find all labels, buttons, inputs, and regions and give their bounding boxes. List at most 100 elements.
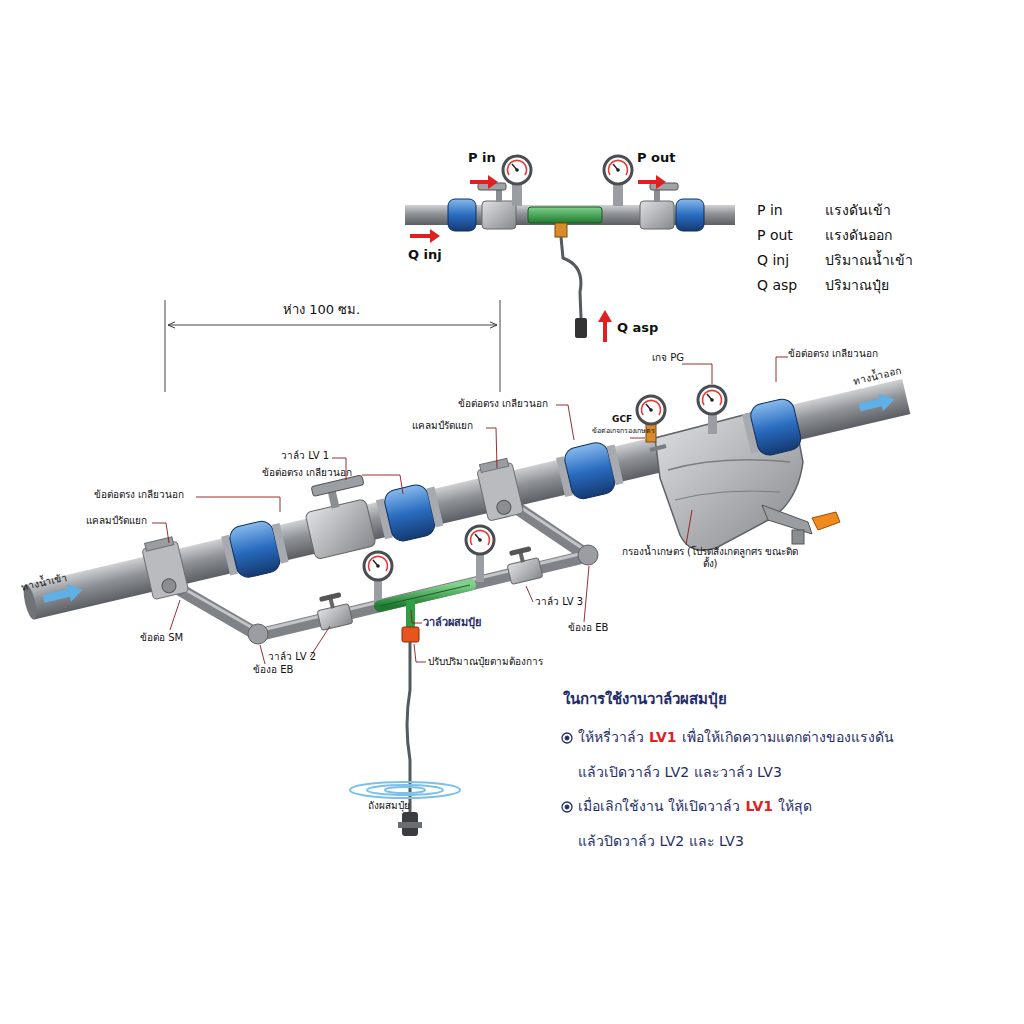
instruction-text: เพื่อให้เกิดความแตกต่างของแรงดัน bbox=[682, 729, 894, 745]
saddle-clamp bbox=[161, 577, 178, 594]
flow-symbol: P in bbox=[468, 150, 496, 166]
instruction-heading: ในการใช้งานวาล์วผสมปุ๋ย bbox=[563, 690, 727, 708]
part-label: ข้องอ EB bbox=[568, 622, 608, 634]
valve-lv1 bbox=[311, 475, 364, 497]
leader-lines bbox=[486, 428, 497, 468]
leader-lines bbox=[526, 586, 533, 602]
flow-mark bbox=[650, 446, 666, 450]
leader-lines bbox=[411, 610, 422, 623]
part-label: ข้อต่อตรง เกลียวนอก bbox=[458, 398, 548, 410]
coupling bbox=[272, 523, 289, 564]
extension-line bbox=[500, 300, 501, 392]
flow-arrow bbox=[598, 310, 612, 342]
saddle-clamp bbox=[145, 537, 174, 551]
valve-lv2 bbox=[317, 604, 353, 631]
instruction-text: ให้หรี่วาล์ว bbox=[578, 729, 644, 745]
elbow bbox=[248, 624, 268, 644]
symbol-term: Q asp bbox=[757, 277, 797, 294]
valve-lv1 bbox=[305, 499, 376, 560]
leader-lines bbox=[362, 475, 403, 494]
gauge-stem bbox=[476, 552, 484, 582]
strainer-ring bbox=[398, 822, 422, 828]
coupling bbox=[555, 439, 625, 503]
symbol-meaning: แรงดันออก bbox=[825, 227, 892, 244]
venturi-tee bbox=[528, 207, 602, 223]
coupling bbox=[741, 397, 804, 460]
part-label: กรองน้ำเกษตร (โปรดสังเกตลูกศร ขณะติดตั้ง… bbox=[620, 546, 800, 570]
valve-lv3 bbox=[507, 558, 543, 585]
tank-ripple bbox=[367, 785, 443, 795]
extension-line bbox=[165, 300, 166, 392]
part-label: วาล์ว LV 2 bbox=[268, 651, 316, 663]
flow-label: ทางน้ำเข้า bbox=[20, 571, 68, 593]
instruction-line: แล้วเปิดวาล์ว LV2 และวาล์ว LV3 bbox=[578, 763, 787, 781]
suction-fitting bbox=[555, 223, 567, 237]
part-label: แคลมป์รัดแยก bbox=[86, 515, 147, 527]
leader-lines bbox=[776, 357, 788, 382]
main-pipe bbox=[14, 350, 912, 629]
flow-arrow bbox=[470, 175, 498, 189]
symbol-term: P in bbox=[757, 202, 783, 219]
bullet bbox=[565, 736, 569, 740]
valve-code: LV1 bbox=[649, 729, 677, 745]
pressure-gauge bbox=[503, 156, 531, 184]
bullet bbox=[562, 802, 572, 812]
flow-arrow bbox=[410, 229, 440, 243]
part-label: วาล์ว LV 1 bbox=[281, 450, 329, 462]
leader-lines bbox=[152, 357, 788, 664]
disc-filter bbox=[650, 410, 840, 550]
symbol-term: Q inj bbox=[757, 252, 789, 269]
flow-arrow bbox=[857, 390, 896, 416]
instruction-text: เมื่อเลิกใช้งาน ให้เปิดวาล์ว bbox=[578, 798, 740, 814]
pipe bbox=[26, 379, 910, 620]
suction-hose bbox=[407, 642, 410, 815]
part-label: ข้อต่อตรง เกลียวนอก bbox=[262, 467, 352, 479]
venturi-injector bbox=[380, 585, 470, 606]
valve-lv2 bbox=[314, 591, 353, 631]
bullet bbox=[562, 733, 572, 743]
pressure-gauge bbox=[604, 156, 632, 184]
coupling bbox=[676, 199, 704, 231]
leader-lines bbox=[414, 644, 426, 662]
pressure-gauge bbox=[698, 386, 726, 414]
disc-filter bbox=[675, 491, 780, 500]
leader-lines bbox=[260, 645, 265, 664]
pressure-gauge bbox=[637, 396, 665, 424]
symbol-term: P out bbox=[757, 227, 793, 244]
leader-lines bbox=[682, 364, 712, 384]
disc-filter bbox=[668, 460, 790, 470]
part-label: ข้อต่อตรง เกลียวนอก bbox=[788, 348, 878, 360]
coupling bbox=[748, 397, 803, 458]
flow-symbol: Q inj bbox=[408, 247, 442, 263]
coupling bbox=[607, 444, 624, 485]
symbol-meaning: แรงดันเข้า bbox=[825, 202, 891, 219]
valve-lv1 bbox=[299, 475, 378, 560]
symbol-meaning: ปริมาณน้ำเข้า bbox=[825, 252, 913, 269]
tank-ripple bbox=[350, 782, 460, 798]
drain-nozzle bbox=[792, 530, 804, 544]
venturi-outlet bbox=[406, 600, 415, 628]
leader-lines bbox=[196, 497, 280, 512]
elbow bbox=[578, 545, 598, 565]
hose-strainer bbox=[575, 318, 587, 338]
valve-lv2 bbox=[319, 592, 342, 602]
venturi-edge bbox=[380, 585, 470, 606]
dimension-label: ห่าง 100 ซม. bbox=[283, 302, 360, 318]
leader-lines bbox=[584, 566, 589, 622]
valve-lever bbox=[650, 183, 678, 190]
part-label: วาล์ว LV 3 bbox=[535, 596, 583, 608]
saddle-clamp bbox=[141, 536, 189, 600]
part-label: ข้อต่อเกจกรองเกษตร bbox=[592, 427, 655, 435]
valve-body bbox=[482, 201, 516, 229]
instruction-line: ให้หรี่วาล์ว LV1 เพื่อให้เกิดความแตกต่างขอ… bbox=[578, 728, 899, 746]
instruction-text: ให้สุด bbox=[778, 798, 812, 814]
leader-lines bbox=[686, 510, 692, 545]
saddle-clamp bbox=[495, 499, 512, 516]
suction-hose bbox=[561, 237, 581, 318]
saddle-clamp bbox=[476, 457, 524, 521]
flow-label: ทางน้ำออก bbox=[852, 365, 902, 388]
instruction-line: เมื่อเลิกใช้งาน ให้เปิดวาล์วLV1ให้สุด bbox=[578, 797, 817, 815]
valve-lv3 bbox=[504, 545, 543, 585]
drain-handle bbox=[812, 512, 840, 530]
